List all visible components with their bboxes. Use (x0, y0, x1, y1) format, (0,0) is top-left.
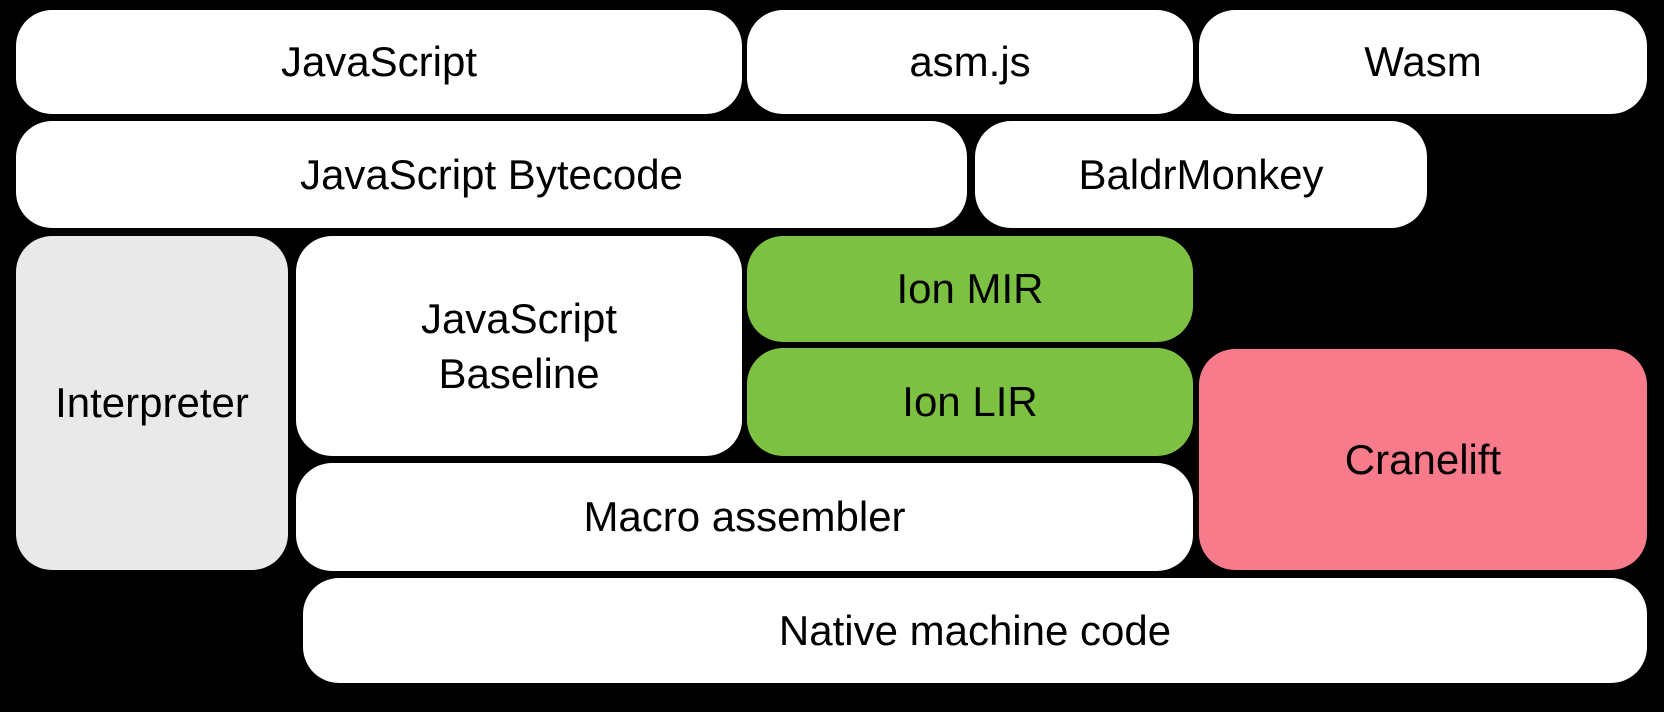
node-wasm: Wasm (1199, 10, 1647, 114)
node-macro-assembler-label: Macro assembler (583, 493, 906, 541)
node-macro-assembler: Macro assembler (296, 463, 1193, 571)
node-cranelift-label: Cranelift (1344, 435, 1502, 483)
node-ion-lir: Ion LIR (747, 348, 1193, 456)
node-ion-lir-label: Ion LIR (902, 378, 1038, 426)
node-baldrmonkey-label: BaldrMonkey (1078, 150, 1324, 198)
node-wasm-label: Wasm (1364, 38, 1482, 86)
node-native-machine-code-label: Native machine code (778, 606, 1172, 654)
node-baldrmonkey: BaldrMonkey (975, 121, 1427, 228)
node-javascript-baseline: JavaScript Baseline (296, 236, 742, 456)
node-javascript-bytecode: JavaScript Bytecode (16, 121, 967, 228)
node-asmjs-label: asm.js (909, 38, 1031, 86)
node-ion-mir: Ion MIR (747, 236, 1193, 342)
node-native-machine-code: Native machine code (303, 578, 1647, 683)
node-javascript-bytecode-label: JavaScript Bytecode (300, 150, 683, 198)
node-javascript-baseline-label: JavaScript Baseline (420, 294, 618, 397)
node-javascript: JavaScript (16, 10, 742, 114)
node-cranelift: Cranelift (1199, 349, 1647, 570)
node-interpreter: Interpreter (16, 236, 288, 570)
node-ion-mir-label: Ion MIR (896, 265, 1044, 313)
node-interpreter-label: Interpreter (55, 379, 249, 427)
node-asmjs: asm.js (747, 10, 1193, 114)
node-javascript-label: JavaScript (280, 38, 478, 86)
